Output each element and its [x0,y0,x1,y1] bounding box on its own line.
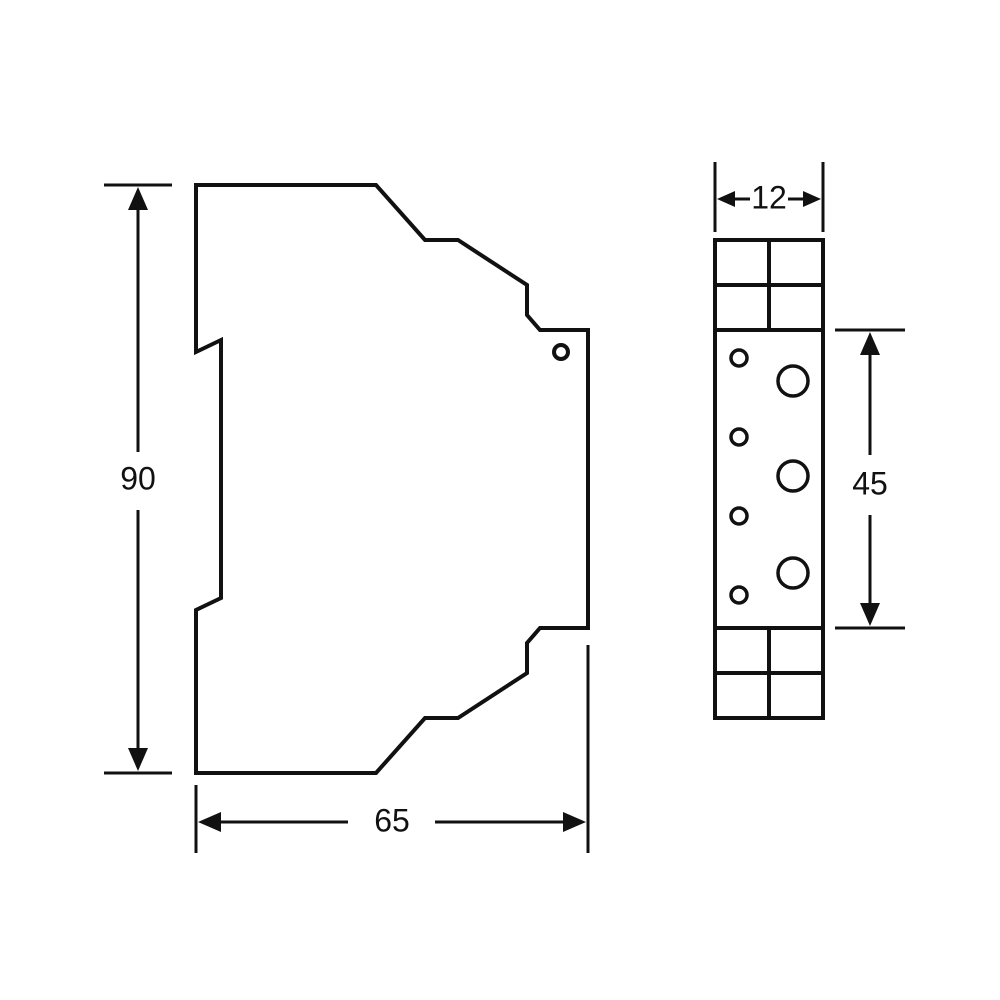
width-label: 65 [374,802,410,838]
front-width-label: 12 [751,179,787,215]
width-dimension: 65 [194,645,590,853]
led-indicator-1 [729,348,749,368]
front-height-arrow-bottom [860,603,880,626]
led-indicator-3 [729,506,749,526]
front-height-label: 45 [852,465,888,501]
front-height-dimension: 45 [835,328,905,630]
height-arrow-bottom [128,748,148,771]
adjustment-knob-3 [776,556,810,590]
height-arrow-top [128,187,148,210]
side-view-housing-outline [194,183,590,775]
front-width-arrow-left [717,191,735,207]
height-dimension: 90 [104,183,172,775]
adjustment-knob-1 [776,364,810,398]
front-height-arrow-top [860,332,880,355]
adjustment-knob-2 [776,459,810,493]
side-view [194,183,590,775]
height-label: 90 [120,460,156,496]
width-arrow-right [563,812,586,832]
led-indicator-2 [729,427,749,447]
front-view [713,238,825,720]
front-width-arrow-right [803,191,821,207]
side-view-screw-hole [552,343,570,361]
width-arrow-left [198,812,221,832]
led-indicator-4 [729,585,749,605]
front-width-dimension: 12 [713,162,825,232]
